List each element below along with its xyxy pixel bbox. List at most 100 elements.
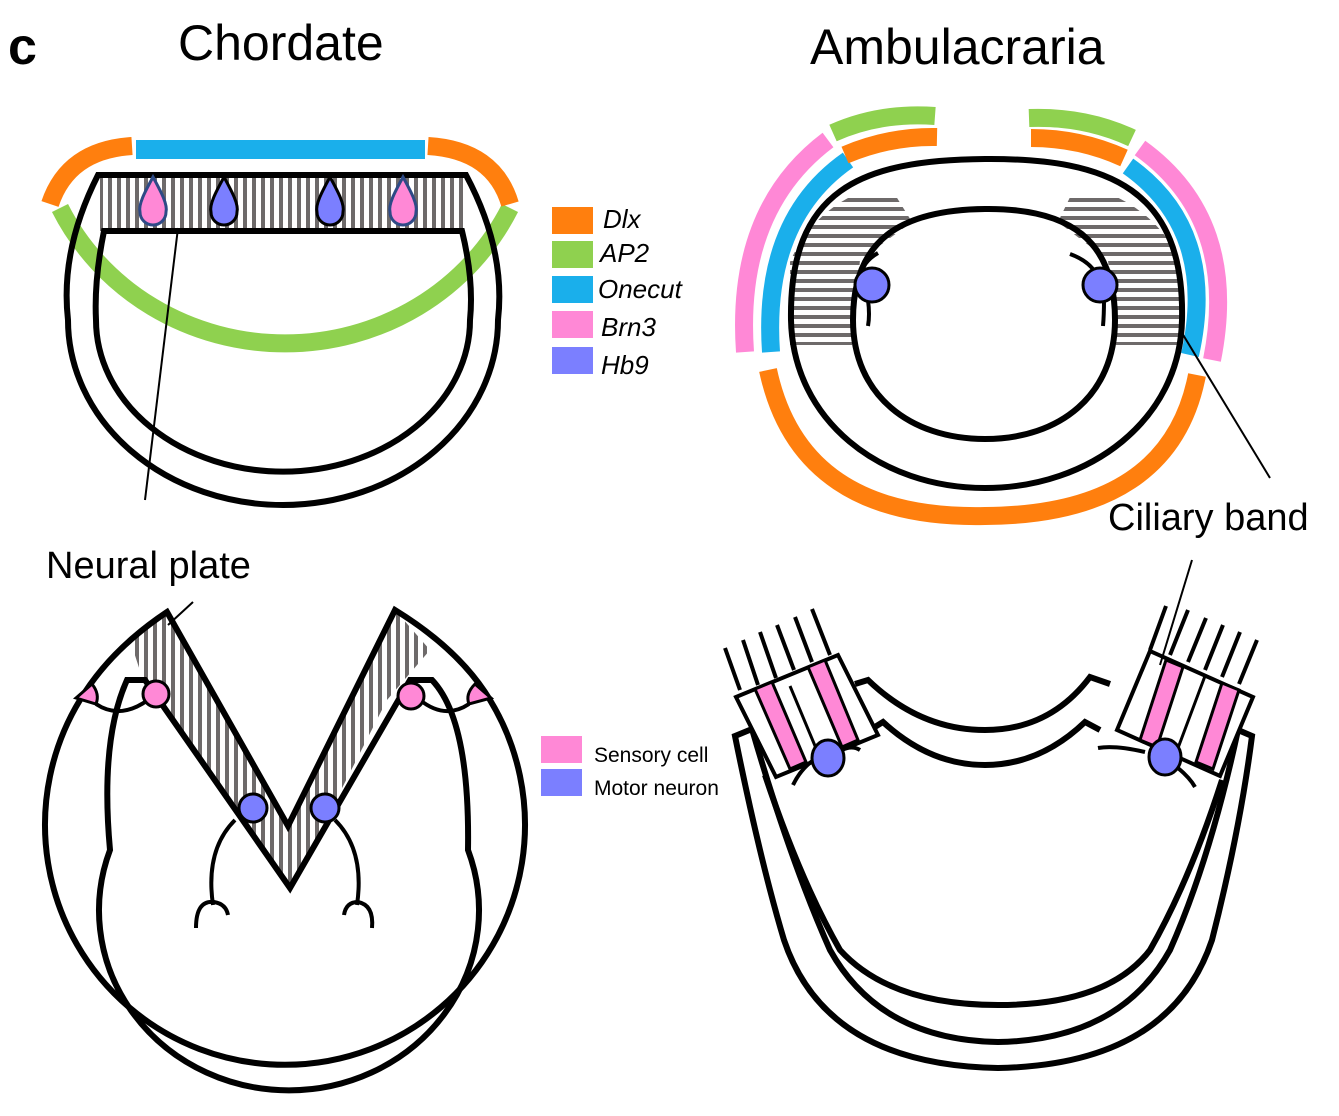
ciliary-band-leader-line [1181, 332, 1271, 479]
legend-swatch-onecut [552, 276, 593, 303]
outer-body-outline [731, 724, 1256, 1072]
cilium [1148, 605, 1168, 651]
ciliary-band-leader-line-2 [1159, 559, 1193, 666]
ciliary-band-right [1097, 605, 1259, 789]
ambulacraria-ciliary-section [723, 559, 1259, 1072]
lateral-sensory-cell-left [72, 681, 99, 706]
muscle-hook-right [342, 899, 375, 929]
inner-ectoderm-outline [96, 677, 482, 1094]
dlx-expression-arc-left [41, 137, 133, 208]
ciliary-band-label: Ciliary band [1108, 497, 1309, 539]
cilium [741, 639, 760, 686]
cilium [775, 624, 796, 671]
sensory-axon-right [418, 698, 471, 713]
ciliary-band-hatch-right [1058, 193, 1180, 345]
ciliary-band-hatch-left [790, 193, 912, 345]
brn3-expression-arc-right [1134, 140, 1227, 362]
ap2-expression-arc [51, 203, 519, 353]
legend-swatch-sensory-cell [541, 736, 582, 763]
onecut-expression-arc-right [1122, 158, 1206, 357]
chordate-neural-fold [42, 601, 528, 1094]
cilium [1186, 617, 1208, 663]
cilium [793, 616, 814, 663]
outer-body-outline [787, 155, 1186, 492]
cilium [758, 631, 778, 679]
neural-fold-hatch [130, 610, 430, 890]
onecut-expression-arc-left [761, 152, 854, 353]
cilium [1237, 639, 1259, 685]
onecut-expression-bar [136, 140, 425, 159]
outer-ectoderm-outline [63, 172, 503, 508]
axon [1097, 745, 1146, 754]
cilium [1203, 624, 1225, 671]
motor-neuron [1147, 737, 1183, 777]
dlx-expression-arc-right [427, 137, 519, 207]
ambulacraria-larva [735, 106, 1271, 526]
legend-label-ap2: AP2 [598, 238, 650, 268]
motor-neuron-drop-2 [315, 173, 345, 227]
motor-axon-left [209, 818, 237, 906]
legend-label-dlx: Dlx [603, 204, 642, 234]
sensory-axon-left [94, 698, 150, 713]
neural-plate-leader-line-2 [167, 601, 194, 626]
gene-legend: Dlx AP2 Onecut Brn3 Hb9 [552, 204, 684, 380]
legend-swatch-hb9 [552, 347, 593, 374]
inner-body-outline [762, 774, 1225, 1009]
motor-neuron-left [237, 792, 269, 824]
sensory-cell-stripe [1138, 657, 1185, 750]
chordate-title: Chordate [178, 15, 384, 71]
motor-neuron-right [1081, 266, 1119, 304]
muscle-hook-left [194, 899, 230, 929]
dlx-expression-arc-bottom [759, 368, 1206, 526]
neural-plate-label: Neural plate [46, 545, 251, 587]
neural-plate-leader-line [144, 227, 179, 501]
dorsal-surface-lower [868, 718, 1102, 769]
sensory-cell-stripe [1194, 680, 1241, 772]
inner-gut-outline [849, 205, 1119, 443]
cell-legend: Sensory cell Motor neuron [541, 736, 719, 800]
axon [1176, 766, 1197, 789]
outer-ectoderm-outline [42, 605, 528, 1068]
legend-swatch-brn3 [552, 311, 593, 338]
axon-right-bottom [1101, 299, 1106, 327]
epithelium-block [733, 652, 881, 780]
motor-neuron-left [853, 266, 891, 304]
legend-swatch-motor-neuron [541, 769, 582, 796]
ambulacraria-title: Ambulacraria [810, 19, 1105, 75]
sensory-cell-left [141, 679, 171, 709]
lateral-sensory-cell-right [466, 681, 495, 706]
sensory-cell-stripe [806, 658, 860, 749]
motor-neuron-drop-1 [209, 173, 239, 227]
legend-label-motor-neuron: Motor neuron [594, 777, 719, 800]
cilium [810, 608, 832, 656]
motor-neuron-right [309, 792, 341, 824]
legend-label-onecut: Onecut [598, 274, 684, 304]
ap2-expression-arc-right [1028, 108, 1136, 147]
dlx-expression-arc-right [1030, 129, 1128, 167]
ap2-expression-arc-left [829, 106, 936, 142]
axon-left-bottom [866, 299, 871, 327]
cilium [1220, 631, 1242, 678]
legend-swatch-dlx [552, 207, 593, 234]
cilium [1168, 609, 1190, 656]
legend-label-hb9: Hb9 [601, 350, 649, 380]
dorsal-surface-upper [854, 673, 1111, 734]
legend-label-brn3: Brn3 [601, 312, 656, 342]
chordate-embryo [41, 137, 519, 508]
legend-swatch-ap2 [552, 241, 593, 268]
legend-label-sensory-cell: Sensory cell [594, 744, 708, 767]
motor-neuron [810, 738, 846, 778]
sensory-cell-drop-2 [388, 173, 418, 227]
ciliary-band-left [723, 608, 881, 786]
dlx-expression-arc-left [841, 127, 938, 164]
inner-body-outline [92, 228, 474, 475]
cell-divider [1173, 675, 1207, 757]
sensory-cell-stripe [753, 680, 808, 771]
cilium [723, 647, 742, 691]
panel-letter: c [8, 18, 37, 76]
sensory-cell-right [396, 681, 426, 711]
brn3-expression-arc-left [735, 132, 834, 353]
sensory-cell-drop-1 [138, 173, 168, 227]
axon [841, 745, 862, 752]
